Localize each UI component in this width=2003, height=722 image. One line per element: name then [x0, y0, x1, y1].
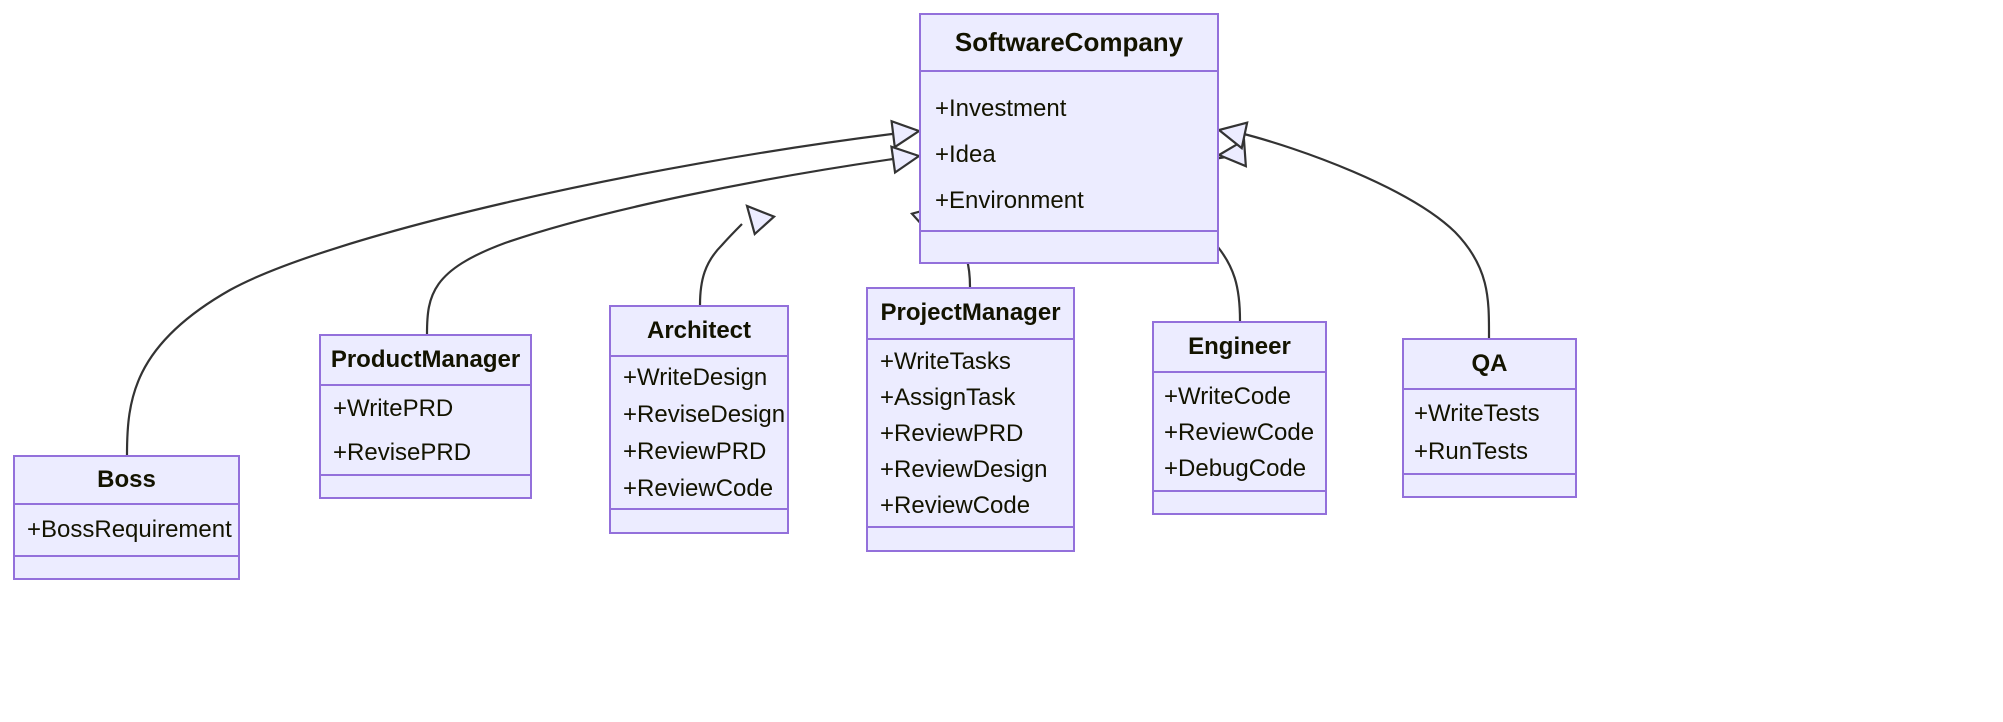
class-member: +ReviseDesign [623, 401, 786, 429]
class-member: +DebugCode [1164, 454, 1307, 482]
class-member: +RevisePRD [333, 439, 472, 466]
class-member: +WriteDesign [623, 364, 768, 392]
class-attributes-section: +WritePRD +RevisePRD [321, 386, 530, 476]
class-member: +WriteTests [1414, 399, 1540, 427]
class-member: +ReviewPRD [880, 419, 1024, 447]
class-member: +WriteCode [1164, 382, 1291, 410]
class-title: ProductManager [321, 336, 530, 386]
class-title: Boss [15, 457, 238, 505]
class-member: +ReviewCode [1164, 418, 1315, 446]
class-attributes-section: +WriteTests +RunTests [1404, 390, 1575, 476]
class-member: +ReviewDesign [880, 455, 1048, 483]
class-attributes-section: +BossRequirement [15, 505, 238, 557]
class-title: Engineer [1154, 323, 1325, 374]
class-attributes-section: +WriteDesign +ReviseDesign +ReviewPRD +Revi… [611, 357, 787, 511]
class-title: QA [1404, 340, 1575, 391]
generalization-edge [698, 223, 743, 306]
uml-class-architect[interactable]: Architect +WriteDesign +ReviseDesign +Revie… [609, 305, 789, 534]
inheritance-arrowhead [890, 145, 922, 175]
class-member: +Environment [935, 187, 1084, 214]
class-member: +ReviewPRD [623, 438, 767, 466]
class-title: SoftwareCompany [921, 15, 1217, 72]
class-member: +WriteTasks [880, 347, 1011, 375]
class-member: +ReviewCode [880, 491, 1031, 519]
class-attributes-section: +Investment +Idea +Environment [921, 72, 1217, 232]
inheritance-arrowhead [890, 119, 922, 149]
uml-class-engineer[interactable]: Engineer +WriteCode +ReviewCode +DebugCode [1152, 321, 1327, 515]
class-member: +WritePRD [333, 395, 454, 422]
class-methods-section [868, 528, 1073, 550]
uml-class-product-manager[interactable]: ProductManager +WritePRD +RevisePRD [319, 334, 532, 499]
class-attributes-section: +WriteTasks +AssignTask +ReviewPRD +ReviewD… [868, 340, 1073, 529]
class-methods-section [1404, 475, 1575, 496]
class-methods-section [921, 232, 1217, 262]
class-member: +BossRequirement [27, 516, 232, 543]
class-methods-section [1154, 492, 1325, 513]
generalization-edge [1239, 131, 1491, 339]
class-attributes-section: +WriteCode +ReviewCode +DebugCode [1154, 373, 1325, 493]
class-member: +RunTests [1414, 437, 1529, 465]
class-member: +AssignTask [880, 383, 1016, 411]
inheritance-arrowhead [1216, 121, 1249, 151]
class-methods-section [611, 510, 787, 532]
class-methods-section [15, 557, 238, 578]
class-methods-section [321, 476, 530, 497]
inheritance-arrowhead [745, 204, 777, 237]
class-member: +Idea [935, 141, 996, 168]
uml-class-qa[interactable]: QA +WriteTests +RunTests [1402, 338, 1577, 498]
uml-class-boss[interactable]: Boss +BossRequirement [13, 455, 240, 580]
class-title: Architect [611, 307, 787, 357]
uml-class-project-manager[interactable]: ProjectManager +WriteTasks +AssignTask +Rev… [866, 287, 1075, 552]
class-member: +Investment [935, 95, 1067, 122]
class-member: +ReviewCode [623, 475, 774, 503]
class-title: ProjectManager [868, 289, 1073, 340]
inheritance-arrowhead [1216, 138, 1248, 168]
uml-class-software-company[interactable]: SoftwareCompany +Investment +Idea +Environm… [919, 13, 1219, 264]
